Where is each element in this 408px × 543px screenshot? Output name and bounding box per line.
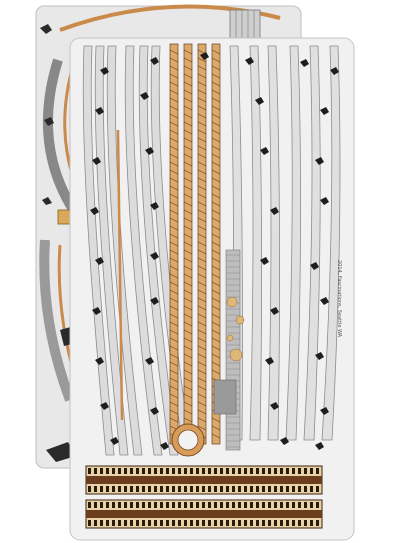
etch-tab [315, 352, 324, 360]
left-leg [106, 45, 143, 456]
etch-tab [160, 442, 169, 450]
right-legs [229, 45, 341, 441]
back-lattice [229, 9, 261, 43]
etch-tab [300, 59, 309, 67]
front-sheet: 2014, Fascinations, Seattle WA [69, 37, 355, 541]
etch-tab [140, 92, 149, 100]
etch-tab [255, 97, 264, 105]
right-leg [321, 45, 341, 441]
etch-tab [260, 257, 269, 265]
orange-column [211, 43, 221, 445]
bottom-strips [85, 465, 323, 529]
left-leg [124, 45, 163, 456]
etch-tab [320, 197, 329, 205]
right-leg [303, 45, 321, 441]
back-arc-lower [39, 239, 75, 402]
orange-columns [169, 43, 221, 445]
bottom-strip [85, 499, 323, 529]
etch-tab [150, 297, 159, 305]
etch-tab [150, 252, 159, 260]
etch-tab [270, 207, 279, 215]
right-leg [285, 45, 301, 441]
left-leg [82, 45, 115, 456]
etch-tab [145, 147, 154, 155]
etch-tab [265, 357, 274, 365]
etch-tab [95, 107, 104, 115]
etch-tab [150, 202, 159, 210]
etch-tab [320, 297, 329, 305]
orange-column [183, 43, 193, 445]
etch-tab [260, 147, 269, 155]
etch-tab [90, 207, 99, 215]
bottom-strip [85, 465, 323, 495]
tan-details [226, 296, 245, 362]
etch-tab [280, 437, 289, 445]
etch-tab [315, 442, 324, 450]
back-arc-grey [42, 58, 85, 223]
etch-tab [110, 437, 119, 445]
etch-tab [320, 407, 329, 415]
etch-tab [320, 107, 329, 115]
copyright-text: 2014, Fascinations, Seattle WA [336, 260, 342, 338]
etch-tab [270, 307, 279, 315]
etch-tab [92, 307, 101, 315]
right-leg [249, 45, 262, 441]
copper-ring [171, 423, 205, 457]
etch-tab [150, 57, 159, 65]
left-legs [82, 45, 193, 456]
etch-tab [145, 357, 154, 365]
etch-tab [245, 57, 254, 65]
etch-tab [310, 262, 319, 270]
etch-tab [330, 67, 339, 75]
etch-tabs [90, 52, 339, 450]
etch-tab [95, 257, 104, 265]
etch-tab [315, 157, 324, 165]
etch-tab [100, 67, 109, 75]
etch-tab [95, 357, 104, 365]
etch-tab [92, 157, 101, 165]
orange-column [169, 43, 179, 445]
copper-rod [116, 129, 124, 421]
left-leg [138, 45, 179, 456]
orange-column [197, 43, 207, 445]
etch-tab [270, 402, 279, 410]
etch-tab [200, 52, 209, 60]
etch-tab [100, 402, 109, 410]
etch-tab [150, 407, 159, 415]
right-leg [267, 45, 280, 441]
